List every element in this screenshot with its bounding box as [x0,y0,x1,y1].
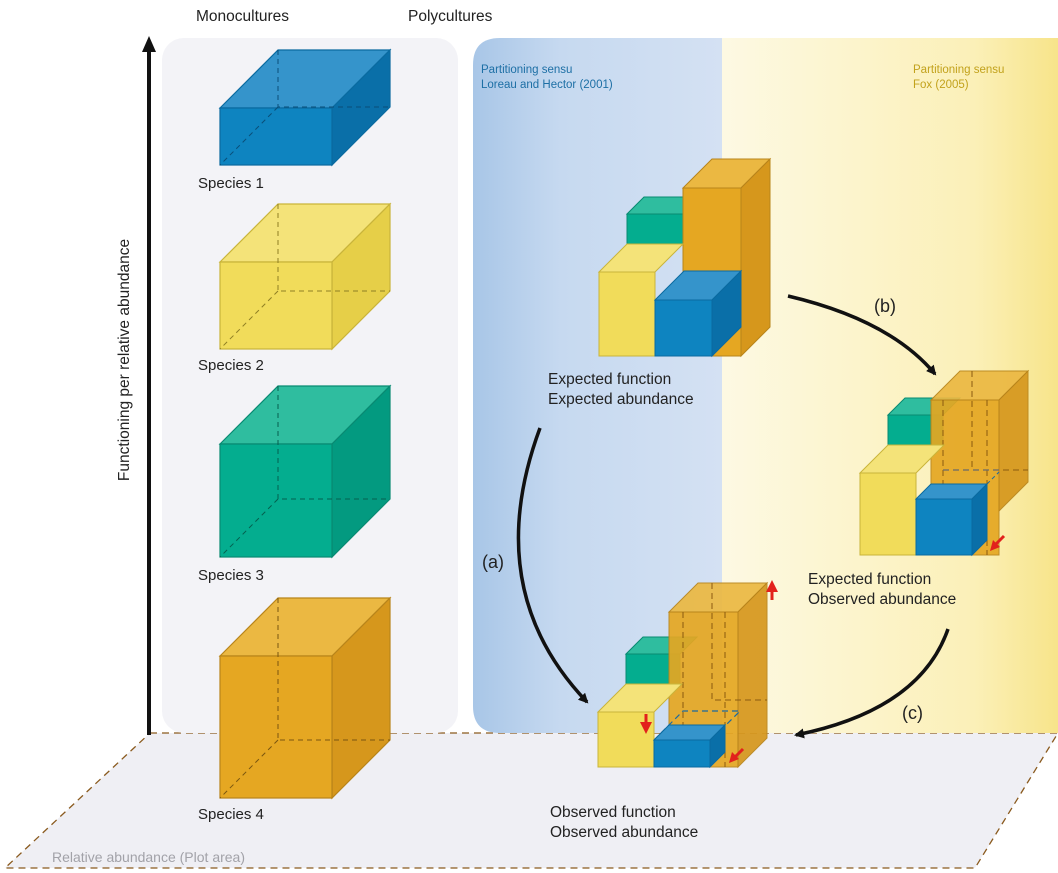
expected-caption-line2: Expected abundance [548,391,694,408]
species-2-label: Species 2 [198,357,264,374]
observed-stack [596,580,778,769]
arrow-b [787,294,937,376]
species-2-box [218,202,392,351]
fox-line1: Partitioning sensu [913,64,1005,76]
observed-caption-line1: Observed function [550,804,676,821]
species-1-box [218,48,392,167]
intermediate-caption-line1: Expected function [808,571,932,588]
species-3-box [218,384,392,559]
plot-area-floor [3,732,1058,869]
expected-stack [597,157,772,358]
observed-caption-line2: Observed abundance [550,824,699,841]
intermediate-stack [858,369,1030,557]
step-a-label: (a) [482,552,504,572]
monocultures-header: Monocultures [196,8,290,25]
y-axis-label: Functioning per relative abundance [116,238,133,482]
species-3-label: Species 3 [198,567,264,584]
loreau-hector-label: Partitioning sensu Loreau and Hector (20… [481,63,613,93]
y-axis-arrowhead [142,36,156,52]
arrow-c [794,628,950,739]
loreau-hector-line2: Loreau and Hector (2001) [481,79,613,91]
loreau-hector-line1: Partitioning sensu [481,64,573,76]
arrow-a [516,427,589,704]
step-c-label: (c) [902,703,923,723]
polycultures-header: Polycultures [408,8,493,25]
step-b-label: (b) [874,296,896,316]
fox-label: Partitioning sensu Fox (2005) [913,63,1004,93]
x-axis-label: Relative abundance (Plot area) [52,849,246,865]
species-1-label: Species 1 [198,175,264,192]
expected-caption-line1: Expected function [548,371,672,388]
expected-state-caption: Expected function Expected abundance [548,370,694,410]
fox-line2: Fox (2005) [913,79,969,91]
intermediate-state-caption: Expected function Observed abundance [808,570,956,610]
species-4-box [218,596,392,800]
species-4-label: Species 4 [198,806,264,823]
intermediate-caption-line2: Observed abundance [808,591,957,608]
observed-state-caption: Observed function Observed abundance [550,803,698,843]
